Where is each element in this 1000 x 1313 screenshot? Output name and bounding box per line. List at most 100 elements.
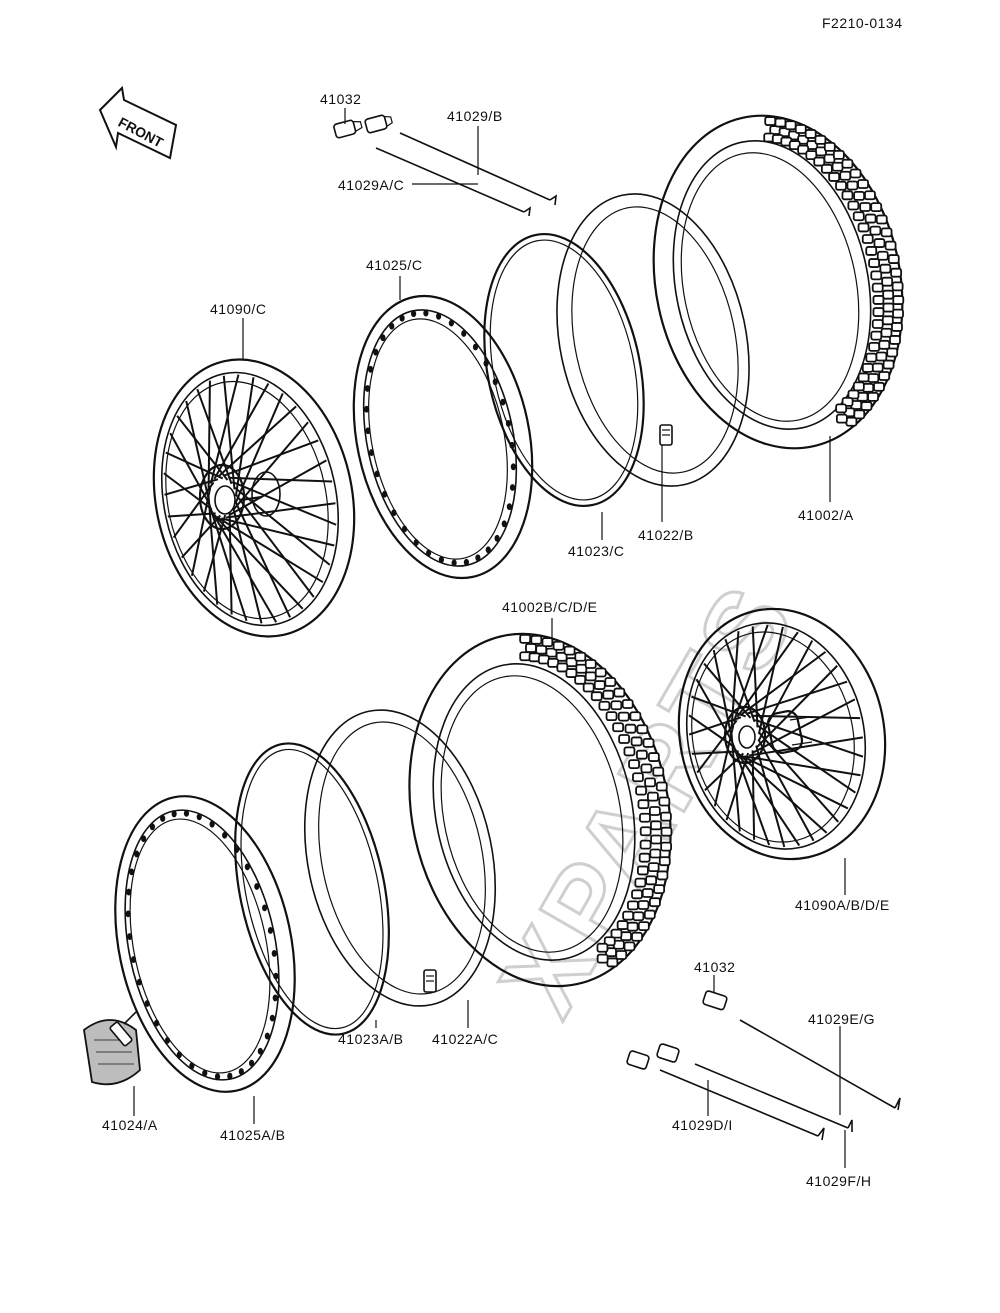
- spoke-hole: [261, 904, 268, 912]
- tread-knob: [574, 651, 587, 662]
- tread-knob: [882, 359, 895, 370]
- tread-knob: [872, 295, 885, 305]
- spoke-line: [207, 380, 211, 490]
- spoke-hole: [154, 1019, 160, 1027]
- spoke-hole: [364, 385, 371, 392]
- tread-knob: [859, 202, 872, 212]
- tread-knob: [870, 270, 883, 281]
- spoke-hole: [391, 509, 397, 517]
- tread-knob: [891, 322, 903, 332]
- front-tube-41022b: [556, 193, 750, 487]
- spoke-hole: [129, 868, 135, 876]
- spoke-hole: [183, 809, 190, 817]
- leader-lines: [133, 108, 846, 1168]
- rim-lock-41024a: [83, 1011, 141, 1086]
- tread-knob: [845, 416, 858, 427]
- tread-knob: [637, 921, 650, 932]
- spoke-line: [169, 432, 210, 504]
- spoke-set-top: [375, 132, 557, 217]
- spoke-line: [752, 698, 856, 754]
- spoke-line: [167, 512, 216, 518]
- spoke-line: [755, 745, 786, 848]
- tread-knob: [603, 936, 616, 947]
- spoke-hole: [160, 815, 166, 822]
- tread-knob: [590, 691, 603, 702]
- spoke-hole: [196, 813, 202, 821]
- spoke-hole: [273, 972, 279, 980]
- spoke-line: [216, 515, 324, 584]
- tread-knob: [647, 862, 660, 873]
- spoke-line: [225, 502, 336, 519]
- spoke-line: [746, 680, 848, 715]
- tread-knob: [620, 931, 632, 942]
- tread-knob: [846, 180, 859, 191]
- spoke-hole: [500, 398, 506, 406]
- spoke-line: [207, 493, 219, 605]
- label-41090a-bde: 41090A/B/D/E: [795, 897, 890, 913]
- tread-knob: [881, 276, 894, 287]
- spoke-line: [757, 738, 815, 842]
- label-41029e-g: 41029E/G: [808, 1011, 875, 1027]
- tread-knob: [637, 799, 650, 810]
- label-41002-a: 41002/A: [798, 507, 854, 523]
- spoke-line: [231, 481, 337, 526]
- tread-knob: [841, 158, 854, 169]
- tread-knob: [624, 723, 637, 734]
- spoke-hole: [267, 927, 274, 934]
- tread-knob: [871, 362, 884, 373]
- tread-knob: [860, 401, 873, 411]
- tread-knob: [892, 308, 904, 319]
- spoke-hole: [271, 950, 277, 957]
- spoke-hole: [127, 933, 133, 940]
- spoke-hole: [171, 810, 177, 818]
- tread-knob: [638, 852, 651, 863]
- tread-knob: [650, 834, 662, 845]
- tread-knob: [610, 928, 623, 939]
- spoke-hole: [451, 559, 457, 567]
- spoke-line: [732, 624, 769, 722]
- spoke-line: [232, 507, 263, 624]
- tread-knob: [639, 812, 651, 823]
- spoke-line: [734, 750, 828, 834]
- spoke-line: [228, 476, 333, 483]
- tread-knob: [784, 120, 797, 131]
- rear-tire-tread: [519, 633, 673, 968]
- spoke-nipples-top: [333, 114, 393, 139]
- tread-knob: [623, 941, 636, 952]
- tread-knob: [555, 651, 568, 662]
- spoke-line: [744, 755, 861, 777]
- tread-knob: [631, 931, 643, 942]
- tread-knob: [593, 680, 606, 690]
- label-41090-c: 41090/C: [210, 301, 266, 317]
- spoke-hole: [176, 1051, 182, 1059]
- tread-knob: [644, 777, 656, 788]
- label-41025a-b: 41025A/B: [220, 1127, 286, 1143]
- rear-tire-41002bcde: [408, 632, 673, 988]
- spoke-line: [748, 736, 864, 757]
- spoke-line: [196, 388, 233, 485]
- spoke-hole: [244, 863, 250, 871]
- spoke-line: [234, 487, 331, 566]
- spoke-hole: [367, 365, 374, 373]
- spoke-hole: [426, 549, 432, 557]
- spoke-line: [213, 383, 270, 480]
- tread-knob: [865, 246, 878, 256]
- spoke-hole: [209, 820, 215, 828]
- tread-knob: [873, 381, 885, 392]
- spoke-hole: [257, 1047, 263, 1055]
- tread-knob: [890, 267, 903, 278]
- tread-knob: [618, 734, 631, 744]
- tread-knob: [882, 302, 895, 313]
- spoke-hole: [410, 310, 417, 318]
- tread-knob: [882, 289, 895, 300]
- label-41024-a: 41024/A: [102, 1117, 158, 1133]
- tread-knob: [823, 142, 836, 152]
- spoke-hole: [238, 1068, 244, 1075]
- tread-knob: [658, 796, 671, 807]
- spoke-hole: [448, 319, 454, 327]
- tread-knob: [804, 129, 817, 139]
- tread-knob: [653, 884, 666, 895]
- tread-knob: [828, 172, 841, 182]
- tread-knob: [637, 900, 650, 910]
- tread-knob: [813, 156, 826, 167]
